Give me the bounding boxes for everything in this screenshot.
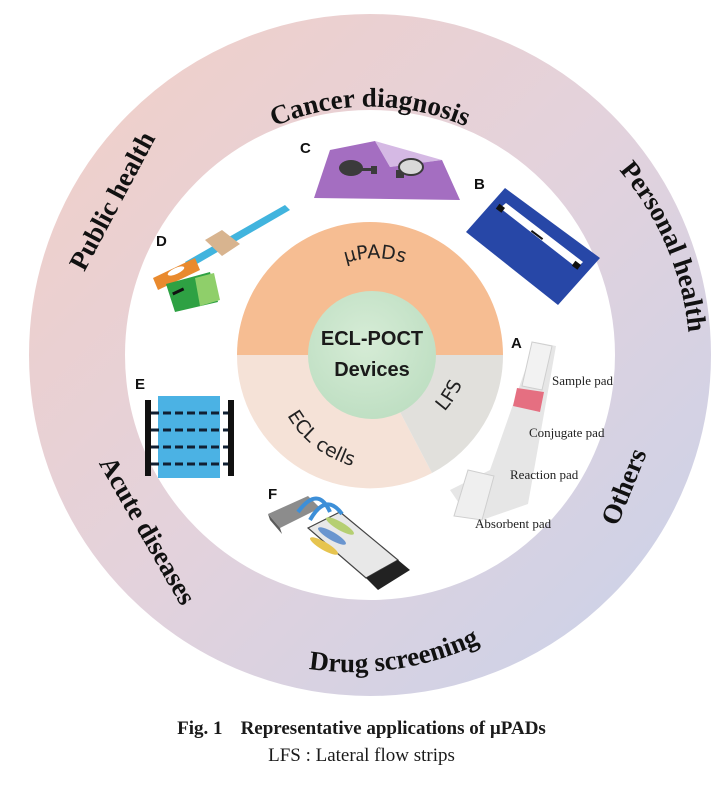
panel-c-device: C: [300, 140, 460, 200]
outer-ring: [29, 14, 711, 696]
pad-label-reaction: Reaction pad: [510, 467, 579, 482]
pad-label-conjugate: Conjugate pad: [529, 425, 605, 440]
applications-diagram: Cancer diagnosis Personal health Others …: [29, 14, 712, 696]
panel-letter-e: E: [135, 376, 145, 393]
panel-letter-c: C: [300, 140, 311, 157]
panel-a-device: A: [450, 335, 556, 521]
center-label-line2: Devices: [334, 359, 410, 381]
segment-upads: [237, 222, 503, 355]
panel-f-device: F: [268, 486, 410, 590]
figure-caption-title: Fig. 1 Representative applications of µPA…: [0, 718, 723, 740]
panel-b-device: B: [466, 176, 600, 305]
panel-d-device: D: [153, 205, 290, 312]
panel-e-device: E: [135, 376, 234, 478]
figure-title: Representative applications of µPADs: [240, 718, 546, 739]
center-label-line1: ECL-POCT: [321, 328, 423, 350]
panel-letter-b: B: [474, 176, 485, 193]
figure-number: Fig. 1: [177, 718, 223, 739]
panel-letter-f: F: [268, 486, 277, 503]
panel-letter-d: D: [156, 233, 167, 250]
panel-letter-a: A: [511, 335, 522, 352]
figure-caption-subtitle: LFS : Lateral flow strips: [268, 745, 455, 766]
center-circle: [308, 291, 436, 419]
pad-label-sample: Sample pad: [552, 373, 614, 388]
pad-label-absorbent: Absorbent pad: [475, 516, 552, 531]
